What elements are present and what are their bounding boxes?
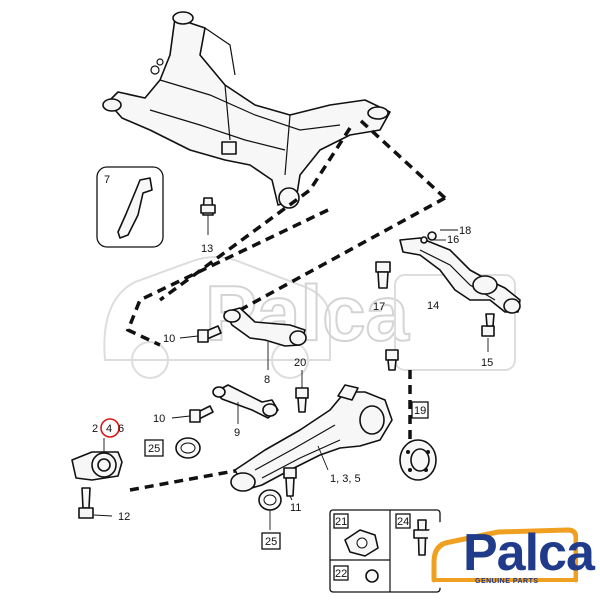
callout-17: 17	[373, 301, 385, 313]
callout-21: 21	[335, 516, 347, 528]
subframe	[102, 11, 391, 209]
palca-logo	[428, 522, 578, 588]
callout-24: 24	[397, 516, 409, 528]
bolt-12: 12	[78, 487, 130, 523]
bolt-20: 20	[294, 357, 309, 413]
callout-15: 15	[481, 357, 493, 369]
ring-25-upper: 25	[144, 437, 201, 459]
callout-25a: 25	[148, 443, 160, 455]
palca-logo-text: Palca	[463, 524, 595, 582]
trailing-arm: 1, 3, 5	[230, 384, 393, 492]
palca-logo-tagline: GENUINE PARTS	[475, 578, 539, 585]
bolt-11: 11	[283, 467, 301, 514]
callout-11: 11	[290, 502, 301, 514]
ring-25-lower: 25	[258, 489, 282, 550]
callout-10a: 10	[163, 333, 175, 345]
stud-15-link	[385, 349, 399, 371]
callout-7: 7	[104, 174, 110, 186]
wheel-hub-19: 19	[399, 401, 437, 481]
callout-10b: 10	[153, 413, 165, 425]
callout-18: 18	[459, 225, 471, 237]
callout-22: 22	[335, 568, 347, 580]
upper-arm-14: 18 16 17 14 15	[373, 225, 521, 369]
callout-9: 9	[234, 427, 240, 439]
arm-8: 8 10	[163, 307, 307, 386]
callout-13: 13	[201, 243, 213, 255]
callout-1-3-5: 1, 3, 5	[330, 473, 361, 485]
callout-12: 12	[118, 511, 130, 523]
highlight-circle	[100, 418, 120, 438]
callout-19: 19	[414, 405, 426, 417]
callout-14: 14	[427, 300, 439, 312]
palca-logo-mark	[431, 527, 578, 583]
arm-9: 9 10	[153, 384, 279, 439]
callout-4: 4	[106, 423, 112, 435]
callout-8: 8	[264, 374, 270, 386]
detail-box: 21 24 22	[329, 509, 441, 593]
dashed-guides	[125, 118, 447, 492]
callout-16: 16	[447, 234, 459, 246]
callout-6: 6	[118, 423, 124, 435]
bolt-13: 13	[200, 197, 216, 255]
callout-25b: 25	[265, 536, 277, 548]
callout-20: 20	[294, 357, 306, 369]
clip-box: 7	[96, 166, 164, 248]
bushing-2-4-6: 2 4 6	[71, 418, 124, 481]
callout-2: 2	[92, 423, 98, 435]
